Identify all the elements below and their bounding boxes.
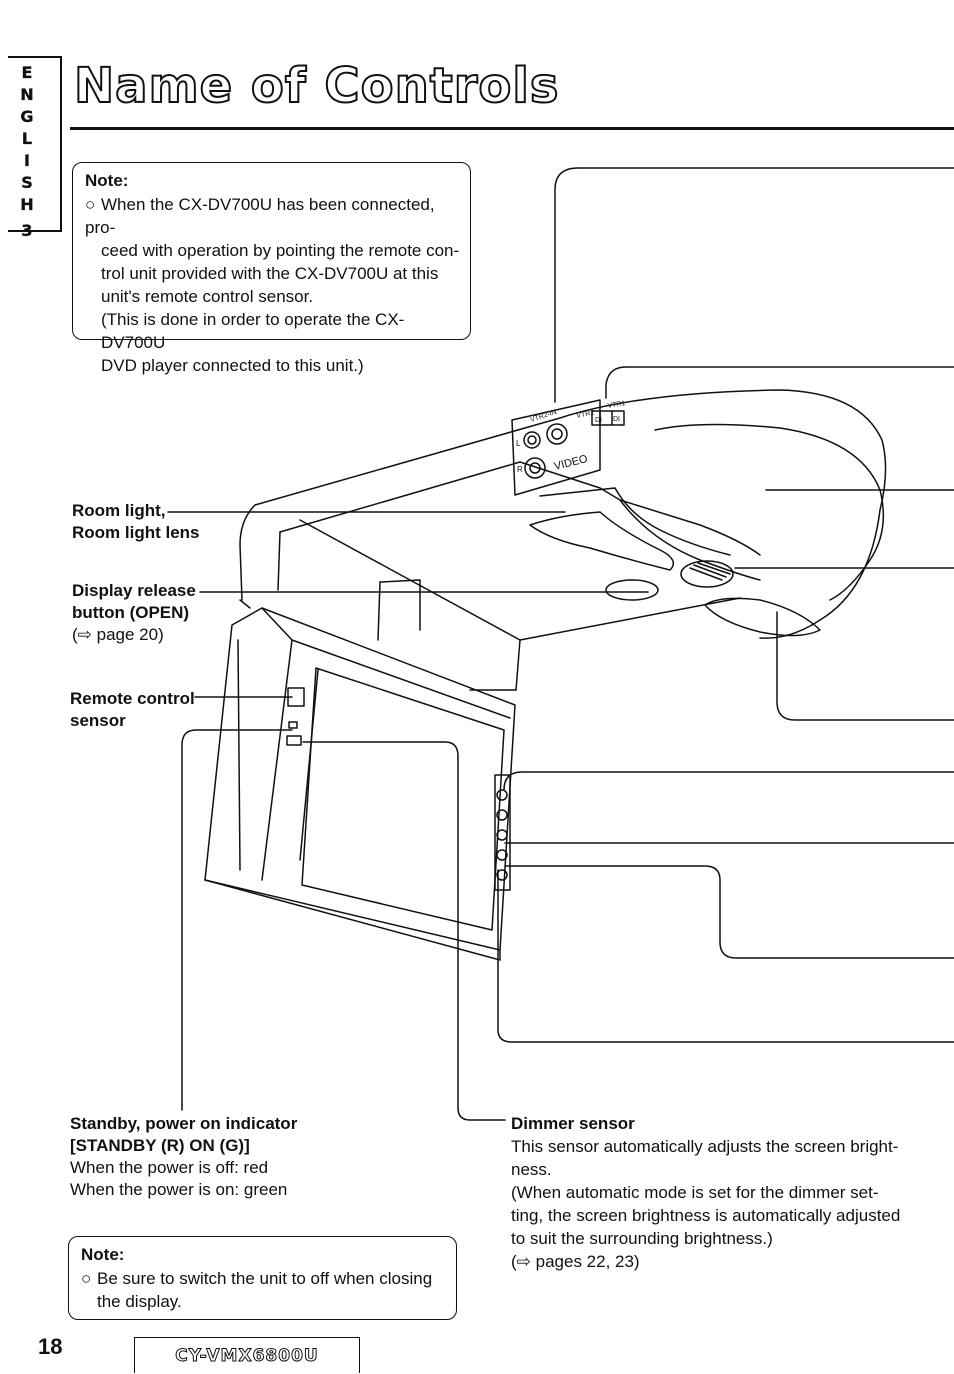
note-line: trol unit provided with the CX-DV700U at…	[101, 264, 439, 283]
callout-remote-sensor: Remote control sensor	[70, 688, 195, 732]
jack-label-r: R	[517, 465, 523, 474]
callout-room-light-line2: Room light lens	[72, 523, 200, 542]
note-line: Be sure to switch the unit to off when c…	[97, 1269, 433, 1288]
jack-label-l: L	[516, 439, 521, 448]
note-line: (This is done in order to operate the CX…	[101, 310, 405, 352]
switch-label-vtr2: VTR2	[576, 409, 595, 420]
note-body: ○When the CX-DV700U has been connected, …	[85, 193, 460, 377]
callout-room-light: Room light, Room light lens	[72, 500, 200, 544]
dimmer-line: ting, the screen brightness is automatic…	[511, 1206, 901, 1225]
bullet-icon: ○	[85, 195, 96, 214]
model-name: CY-VMX6800U	[175, 1346, 319, 1367]
callout-display-release: Display release button (OPEN) (⇨ page 20…	[72, 580, 196, 646]
jack-label-vtr2-in: VTR2-IN	[529, 409, 557, 424]
note-body: ○ Be sure to switch the unit to off when …	[81, 1267, 446, 1313]
switch-label-vtr1: VTR1	[607, 400, 626, 410]
ceiling-unit-housing	[239, 389, 887, 691]
lang-letter: 3	[21, 221, 33, 240]
jack-label-video: VIDEO	[553, 453, 590, 473]
lang-letter: E	[21, 63, 33, 82]
note-box-top: Note: ○When the CX-DV700U has been conne…	[72, 162, 471, 375]
callout-standby-desc2: When the power is on: green	[70, 1180, 288, 1199]
note-line: the display.	[97, 1292, 182, 1311]
dimmer-line: to suit the surrounding brightness.)	[511, 1229, 773, 1248]
language-tab	[8, 56, 62, 232]
callout-display-release-line2: button (OPEN)	[72, 603, 190, 622]
note-line: unit's remote control sensor.	[101, 287, 314, 306]
callout-standby-desc1: When the power is off: red	[70, 1158, 269, 1177]
page-title: Name of Controls	[73, 57, 560, 115]
bullet-icon: ○	[81, 1269, 92, 1288]
note-line: When the CX-DV700U has been connected, p…	[85, 195, 435, 237]
callout-dimmer-sensor: Dimmer sensor This sensor automatically …	[511, 1112, 911, 1273]
callout-display-release-line1: Display release	[72, 581, 196, 600]
dimmer-line: (When automatic mode is set for the dimm…	[511, 1183, 879, 1202]
callout-remote-sensor-line2: sensor	[70, 711, 126, 730]
lang-letter: S	[21, 173, 33, 192]
title-rule	[70, 127, 954, 130]
note-line: ceed with operation by pointing the remo…	[101, 241, 460, 260]
note-line: DVD player connected to this unit.)	[101, 356, 364, 375]
dimmer-title: Dimmer sensor	[511, 1114, 635, 1133]
callout-room-light-line1: Room light,	[72, 501, 166, 520]
dimmer-line: (⇨ pages 22, 23)	[511, 1252, 640, 1271]
note-title: Note:	[81, 1245, 125, 1264]
lang-letter: L	[21, 129, 33, 148]
switch-label-di-left: DI	[595, 417, 602, 424]
lang-letter: H	[20, 195, 34, 214]
page-number: 18	[38, 1334, 63, 1359]
monitor-display	[204, 607, 516, 961]
switch-label-di-right: DI	[613, 416, 620, 423]
dimmer-line: ness.	[511, 1160, 552, 1179]
lang-letter: N	[20, 85, 34, 104]
leader-lines	[167, 167, 954, 1121]
callout-standby-indicator: Standby, power on indicator [STANDBY (R)…	[70, 1113, 297, 1201]
note-title: Note:	[85, 171, 129, 190]
callout-display-release-ref: (⇨ page 20)	[72, 625, 164, 644]
language-tab-letters: E N G L I S H 3	[14, 62, 40, 242]
note-box-bottom: Note: ○ Be sure to switch the unit to off…	[68, 1236, 457, 1320]
diagram-labels: VTR2-IN VTR2 VTR1 L R VIDEO DI DI	[516, 400, 626, 474]
model-name-box: CY-VMX6800U	[134, 1337, 360, 1373]
callout-remote-sensor-line1: Remote control	[70, 689, 195, 708]
callout-standby-line2: [STANDBY (R) ON (G)]	[70, 1136, 250, 1155]
dimmer-line: This sensor automatically adjusts the sc…	[511, 1137, 899, 1156]
lang-letter: I	[24, 151, 30, 170]
lang-letter: G	[20, 107, 34, 126]
callout-standby-line1: Standby, power on indicator	[70, 1114, 298, 1133]
